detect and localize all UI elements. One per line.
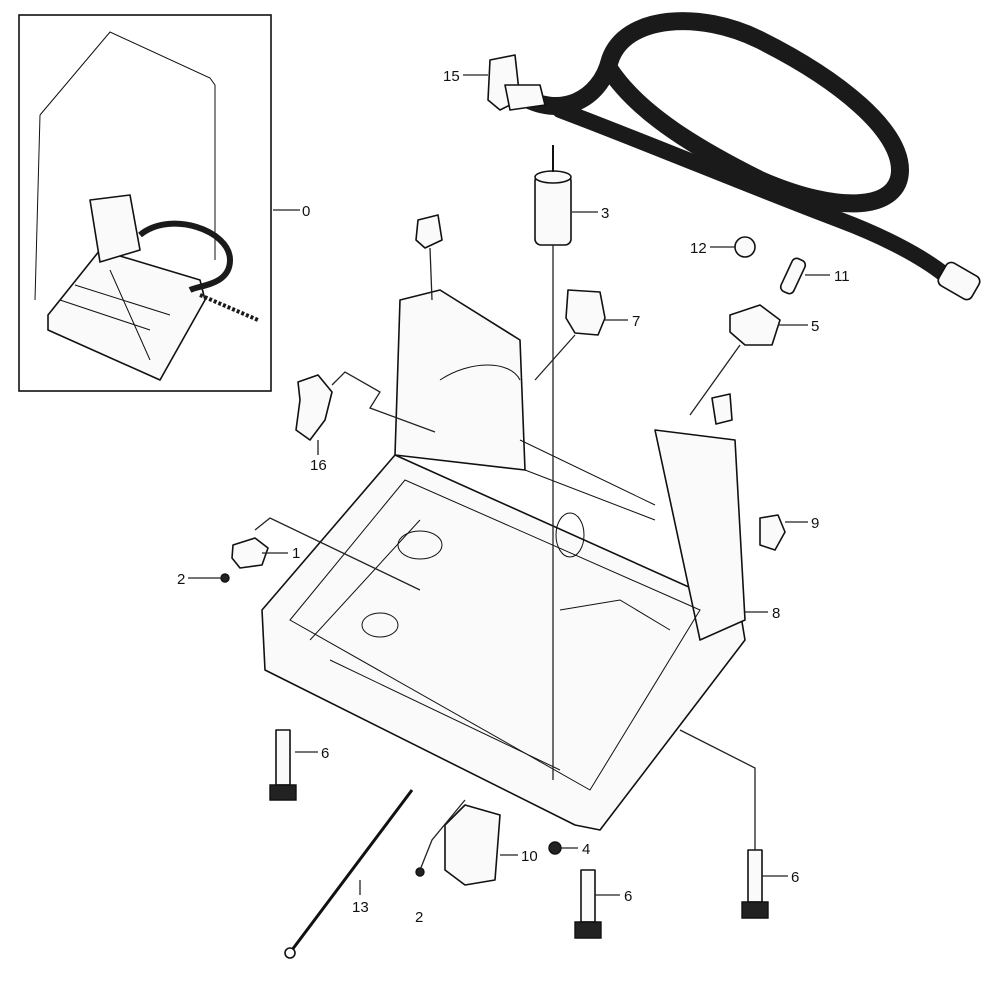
part-2-screw-lower [415, 867, 425, 877]
leader-lines [188, 74, 830, 896]
callout-6-middle: 6 [624, 888, 632, 905]
part-16-valve [295, 374, 333, 441]
part-small-clip-2 [711, 393, 733, 425]
callout-5: 5 [811, 318, 819, 335]
callout-6-left: 6 [321, 745, 329, 762]
part-small-clip [415, 214, 443, 249]
callout-16: 16 [310, 457, 327, 474]
part-13-rod [290, 789, 414, 951]
part-10-box [444, 804, 501, 886]
callout-7: 7 [632, 313, 640, 330]
callout-12: 12 [690, 240, 707, 257]
part-3-capacitor [534, 145, 572, 246]
callout-2-lower: 2 [415, 909, 423, 926]
part-6-bolt-middle [574, 869, 602, 939]
part-5 [729, 304, 781, 346]
callout-0: 0 [302, 203, 310, 220]
assembly-inset [18, 14, 272, 392]
part-7-clip [565, 289, 606, 336]
callout-6-right: 6 [791, 869, 799, 886]
callout-11: 11 [834, 268, 850, 285]
part-9 [759, 514, 786, 551]
part-13-rod-end [284, 947, 296, 959]
part-11-spring [779, 257, 807, 295]
drain-hose [487, 12, 981, 301]
callout-4: 4 [582, 841, 590, 858]
part-6-bolt-left [269, 729, 297, 801]
callout-3: 3 [601, 205, 609, 222]
callout-9: 9 [811, 515, 819, 532]
part-1 [231, 537, 269, 569]
part-12-gear [734, 236, 756, 258]
callout-15: 15 [443, 68, 460, 85]
callout-8: 8 [772, 605, 780, 622]
callout-13: 13 [352, 899, 369, 916]
part-6-bolt-right [741, 849, 769, 919]
base-frame [261, 289, 746, 831]
callout-10: 10 [521, 848, 538, 865]
callout-1: 1 [292, 545, 300, 562]
callout-2-upper: 2 [177, 571, 185, 588]
